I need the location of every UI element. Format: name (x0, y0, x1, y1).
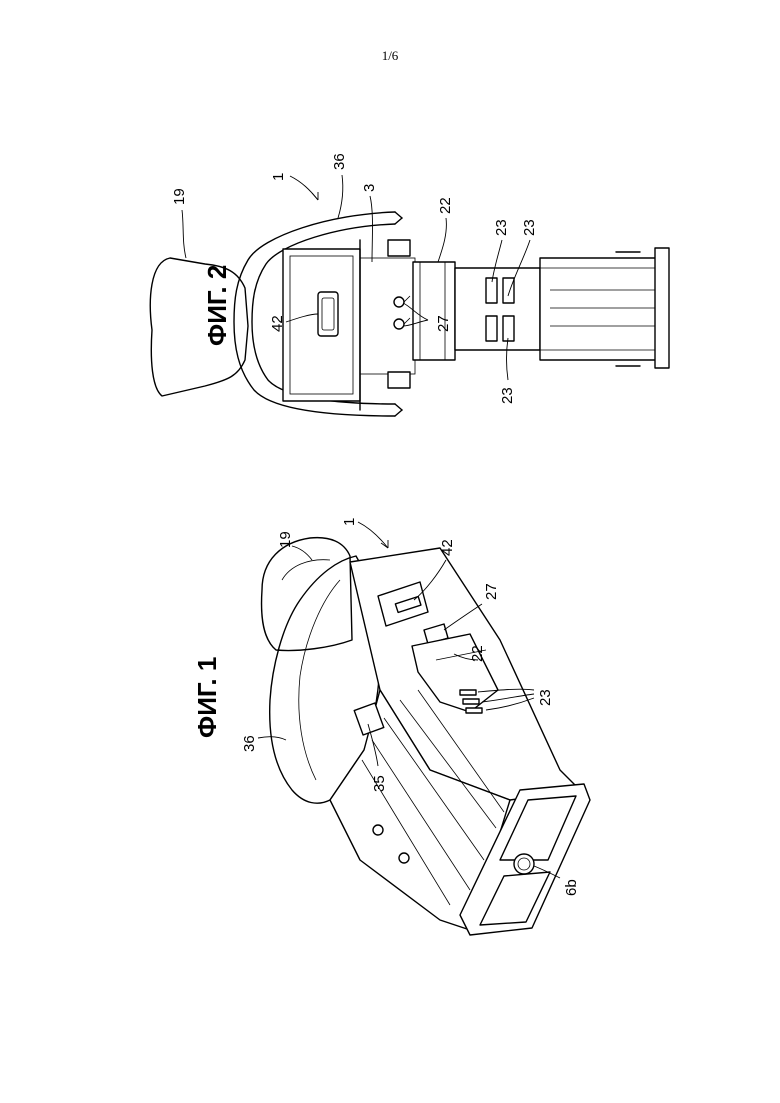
ref-23-top-b: 23 (521, 219, 538, 236)
contact-window-23a (486, 278, 497, 303)
figure-1-label: ФИГ. 1 (192, 657, 222, 738)
ref-36: 36 (331, 153, 348, 170)
ref-19: 19 (277, 531, 294, 548)
figure-2-label: ФИГ. 2 (202, 265, 232, 346)
ref-1: 1 (270, 173, 287, 181)
ref-23-bottom: 23 (499, 387, 516, 404)
ref-6b: 6b (563, 879, 580, 896)
slit-23b (463, 699, 479, 704)
ref-23: 23 (537, 689, 554, 706)
contact-window-23d (503, 316, 514, 341)
figure-1: ФИГ. 1 (192, 518, 590, 935)
ref-22: 22 (469, 645, 486, 662)
terminal-27b (394, 319, 404, 329)
ref-22: 22 (437, 197, 454, 214)
slit-23a (460, 690, 476, 695)
ref-19: 19 (171, 188, 188, 205)
secondary-lock-22 (413, 262, 455, 360)
figure-2: ФИГ. 2 (150, 153, 669, 416)
rear-housing (540, 258, 664, 360)
ref-3: 3 (361, 184, 378, 192)
opening-6b (514, 854, 534, 874)
terminal-27a (394, 297, 404, 307)
ref-36: 36 (241, 735, 258, 752)
ref-27: 27 (483, 583, 500, 600)
contact-window-23b (486, 316, 497, 341)
ref-1: 1 (341, 518, 358, 526)
handle-19 (150, 258, 248, 396)
ref-27: 27 (435, 315, 452, 332)
slit-23c (466, 708, 482, 713)
ref-35: 35 (371, 775, 388, 792)
ref-42: 42 (269, 315, 286, 332)
contact-window-23c (503, 278, 514, 303)
ref-42: 42 (439, 539, 456, 556)
latch-window-42 (318, 292, 338, 336)
ref-23-top-a: 23 (493, 219, 510, 236)
